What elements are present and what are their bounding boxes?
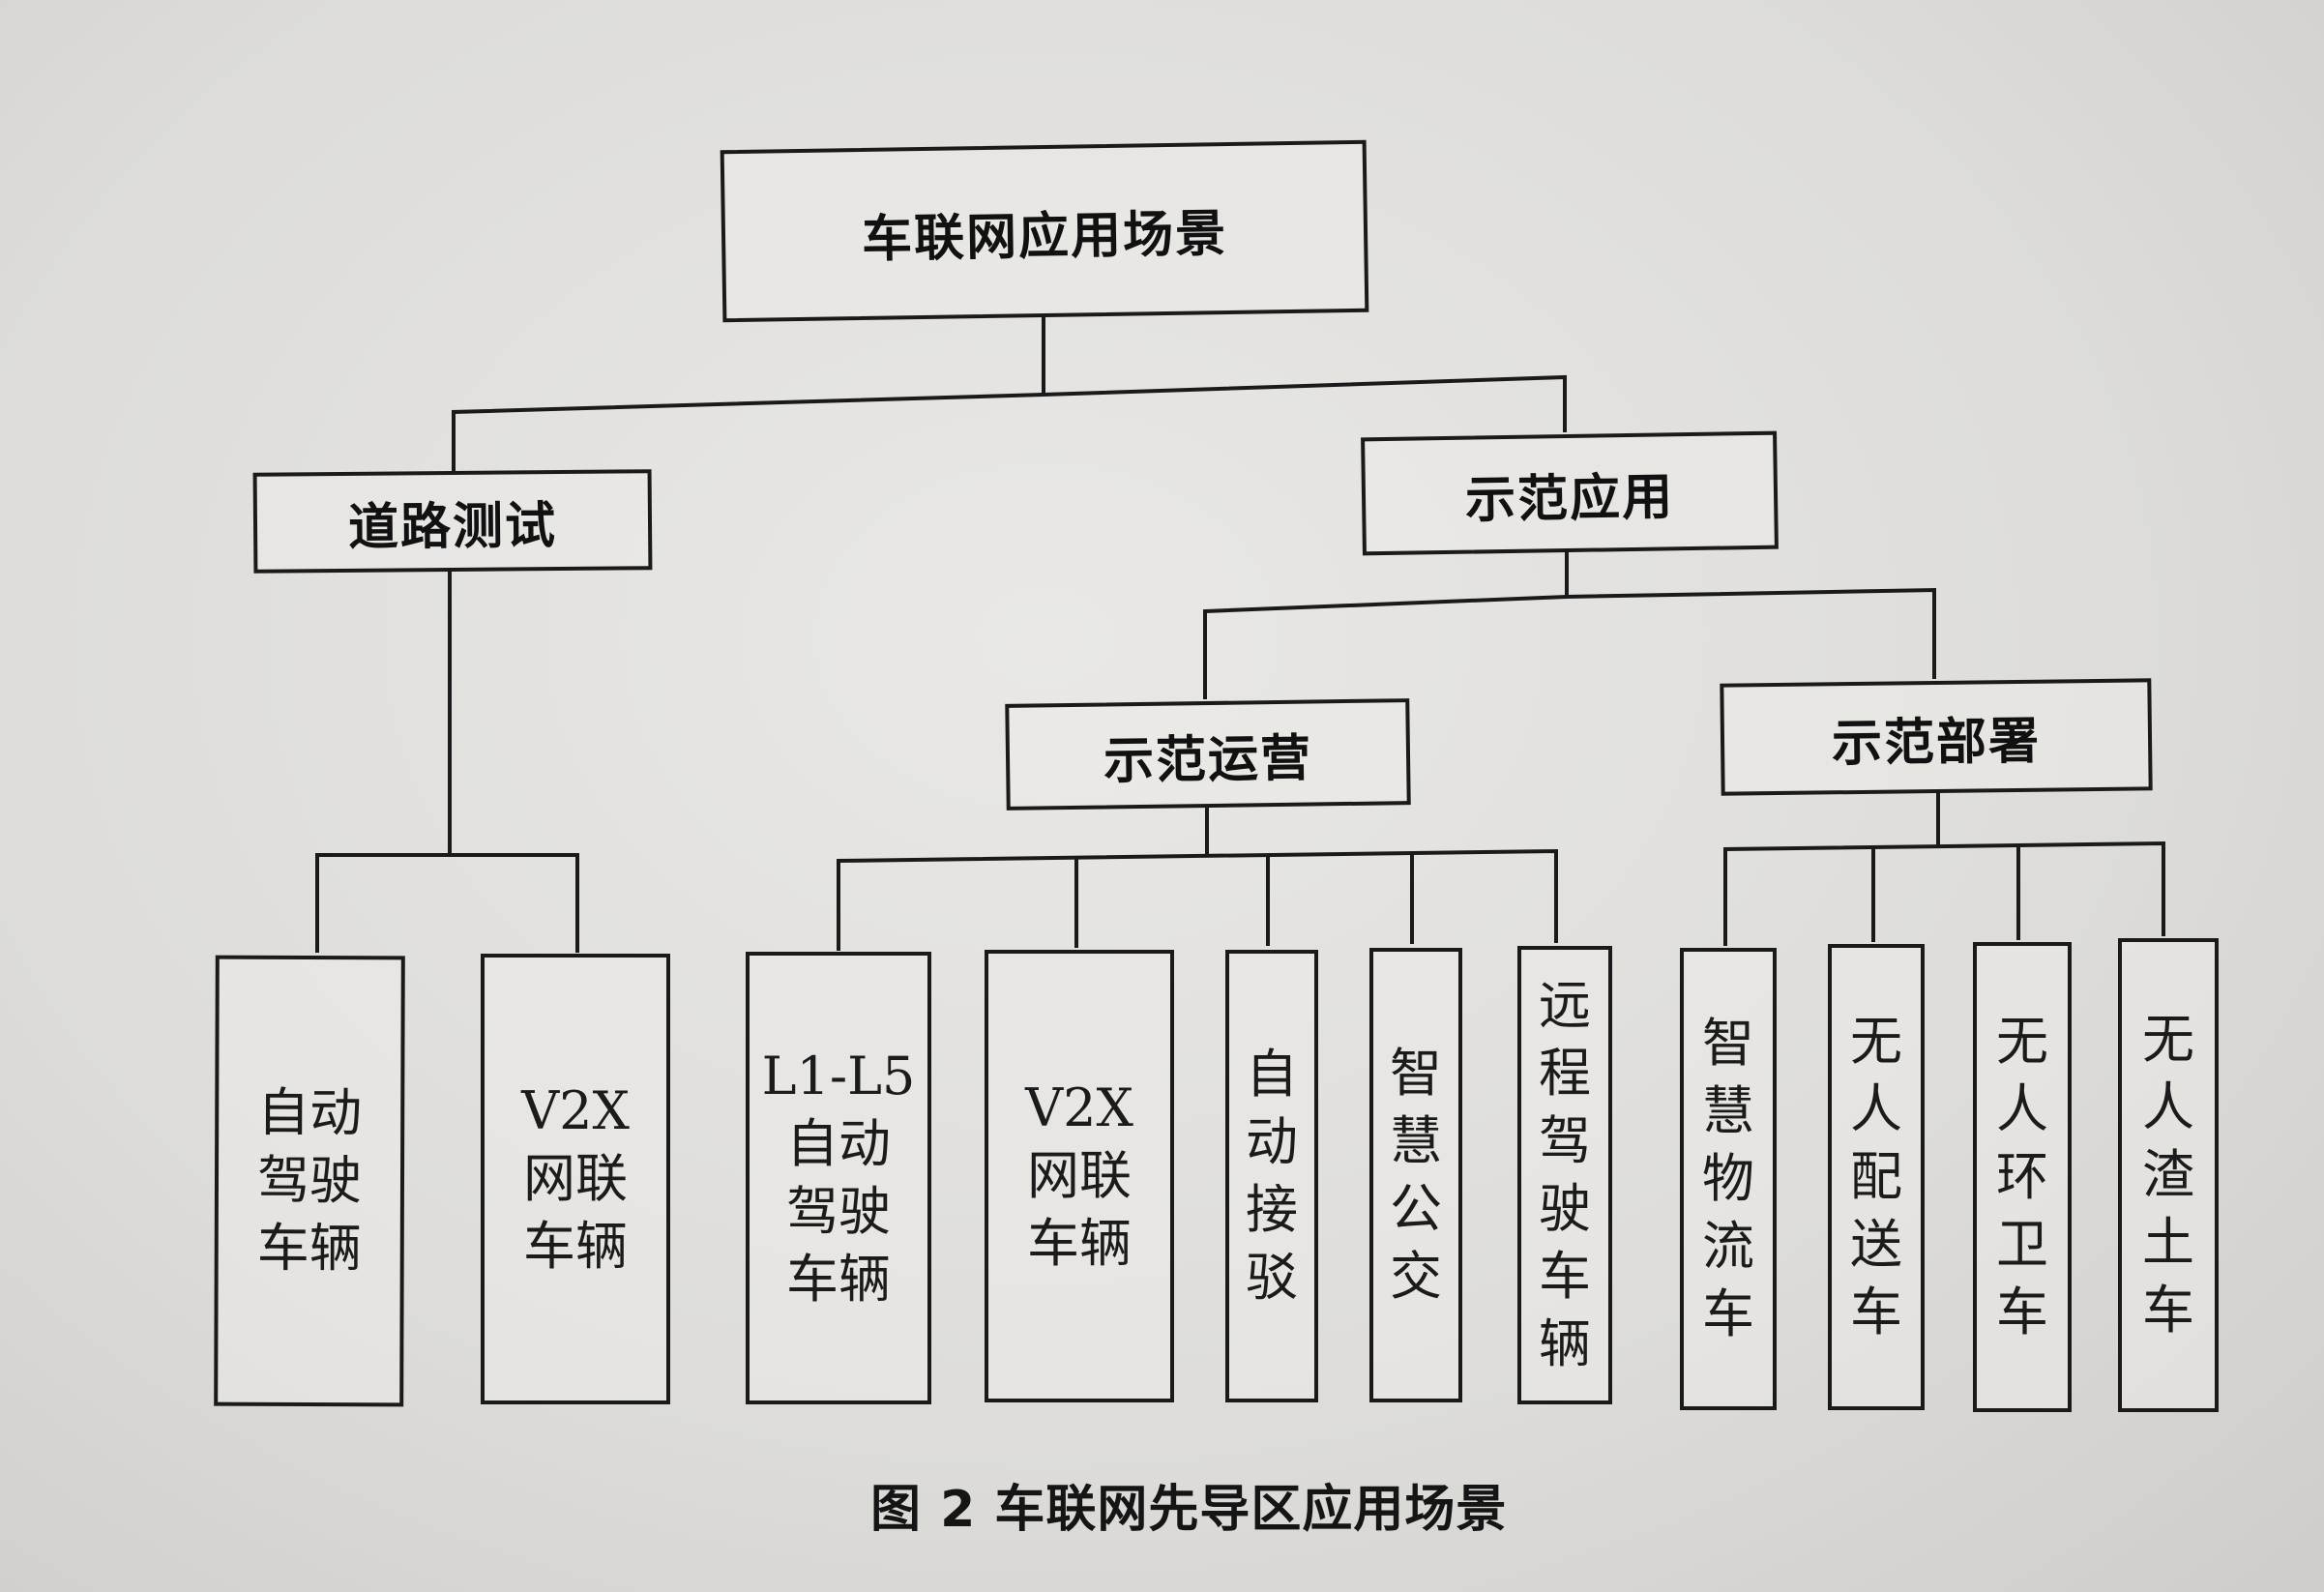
leaf-line: V2X <box>521 1080 630 1141</box>
leaf-line: 人 <box>1996 1078 2048 1139</box>
leaf-line: 自动 <box>786 1113 891 1174</box>
leaf-line: 网联 <box>1027 1145 1132 1206</box>
leaf-auto-shuttle: 自 动 接 驳 <box>1225 950 1318 1402</box>
leaf-line: 交 <box>1390 1246 1442 1307</box>
leaf-unmanned-sanitation-vehicle: 无 人 环 卫 车 <box>1973 942 2072 1412</box>
node-demo-deployment: 示范部署 <box>1720 678 2153 796</box>
node-demo-operation: 示范运营 <box>1005 698 1411 811</box>
leaf-line: 车辆 <box>523 1216 628 1277</box>
node-root-label: 车联网应用场景 <box>861 204 1228 269</box>
leaf-line: 自动 <box>257 1081 363 1144</box>
leaf-line: 车辆 <box>1027 1213 1132 1274</box>
leaf-autonomous-vehicle: 自动 驾驶 车辆 <box>214 955 405 1407</box>
leaf-line: 车 <box>1702 1283 1754 1344</box>
leaf-v2x-connected-vehicle-road: V2X 网联 车辆 <box>481 954 670 1404</box>
leaf-line: 驾驶 <box>786 1181 891 1242</box>
leaf-line: 物 <box>1702 1148 1754 1209</box>
leaf-line: 公 <box>1390 1178 1442 1239</box>
leaf-line: 车 <box>1539 1246 1591 1307</box>
leaf-smart-bus: 智 慧 公 交 <box>1369 948 1462 1402</box>
leaf-line: 驾驶 <box>256 1149 363 1212</box>
leaf-line: 流 <box>1702 1216 1754 1277</box>
node-demo-deployment-label: 示范部署 <box>1831 712 2042 773</box>
leaf-line: 土 <box>2142 1212 2194 1273</box>
figure-caption: 图 2 车联网先导区应用场景 <box>870 1481 1508 1539</box>
leaf-line: 辆 <box>1539 1313 1591 1374</box>
leaf-line: 车 <box>2142 1280 2194 1341</box>
leaf-line: 智 <box>1390 1043 1442 1104</box>
leaf-line: 无 <box>2142 1009 2194 1070</box>
leaf-line: 送 <box>1850 1214 1902 1275</box>
leaf-line: 驳 <box>1246 1247 1298 1308</box>
leaf-unmanned-delivery-vehicle: 无 人 配 送 车 <box>1828 944 1925 1410</box>
leaf-unmanned-muck-truck: 无 人 渣 土 车 <box>2118 938 2219 1412</box>
node-root: 车联网应用场景 <box>720 139 1369 323</box>
leaf-line: 远 <box>1539 975 1591 1036</box>
leaf-smart-logistics-vehicle: 智 慧 物 流 车 <box>1680 948 1777 1410</box>
leaf-line: 车辆 <box>256 1217 362 1280</box>
node-road-testing-label: 道路测试 <box>347 496 558 557</box>
leaf-line: 网联 <box>523 1148 628 1209</box>
leaf-line: V2X <box>1025 1077 1133 1138</box>
leaf-line: 自 <box>1246 1044 1298 1105</box>
leaf-line: 卫 <box>1996 1214 2048 1275</box>
leaf-line: L1-L5 <box>761 1046 916 1106</box>
leaf-line: 车辆 <box>786 1249 891 1310</box>
leaf-line: 车 <box>1996 1282 2048 1342</box>
leaf-line: 车 <box>1850 1282 1902 1342</box>
leaf-line: 驾 <box>1539 1110 1591 1171</box>
leaf-line: 人 <box>2142 1076 2194 1137</box>
leaf-line: 程 <box>1539 1043 1591 1104</box>
node-demo-operation-label: 示范运营 <box>1103 728 1313 791</box>
leaf-line: 环 <box>1996 1146 2048 1207</box>
leaf-line: 慧 <box>1702 1080 1754 1141</box>
leaf-line: 动 <box>1246 1111 1298 1172</box>
leaf-line: 接 <box>1246 1179 1298 1240</box>
leaf-line: 人 <box>1850 1078 1902 1139</box>
node-demo-application-label: 示范应用 <box>1464 467 1675 530</box>
leaf-line: 无 <box>1850 1011 1902 1072</box>
leaf-remote-driving-vehicle: 远 程 驾 驶 车 辆 <box>1517 946 1612 1404</box>
leaf-line: 渣 <box>2142 1144 2194 1205</box>
leaf-v2x-connected-vehicle-op: V2X 网联 车辆 <box>985 950 1174 1402</box>
leaf-line: 配 <box>1850 1146 1902 1207</box>
leaf-line: 无 <box>1996 1011 2048 1072</box>
leaf-line: 驶 <box>1539 1178 1591 1239</box>
node-demo-application: 示范应用 <box>1361 430 1779 556</box>
node-road-testing: 道路测试 <box>252 469 653 574</box>
leaf-line: 智 <box>1702 1013 1754 1074</box>
leaf-l1-l5-autonomous-vehicle: L1-L5 自动 驾驶 车辆 <box>746 952 931 1404</box>
leaf-line: 慧 <box>1390 1110 1442 1171</box>
